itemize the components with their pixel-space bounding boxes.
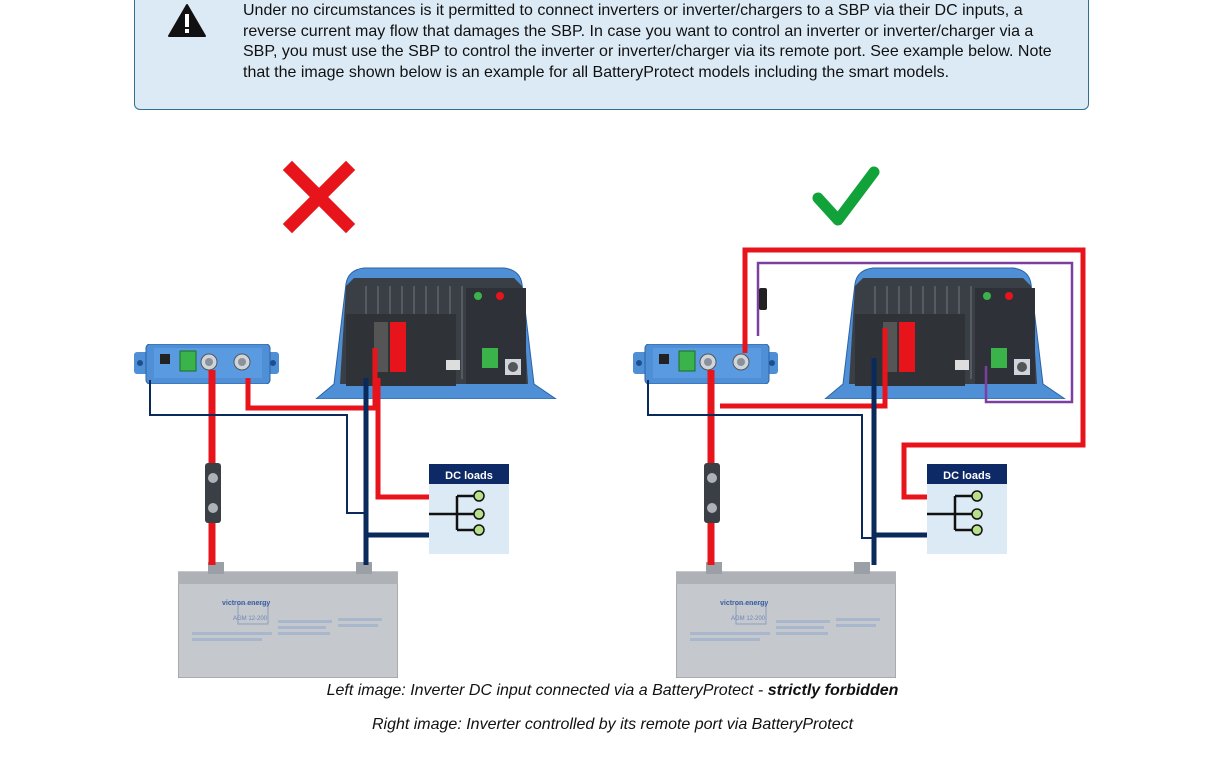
caption-left-prefix: Left image: Inverter DC input connected …: [326, 682, 768, 699]
battery-model: AGM 12-200: [233, 616, 268, 622]
battery-brand: victron energy: [222, 600, 270, 607]
right-diagram: DC loads victron energy AGM 12-200: [633, 166, 1086, 678]
battery-model: AGM 12-200: [731, 616, 766, 622]
inverter: [824, 267, 1066, 399]
battery: [676, 561, 896, 678]
caption-left-emphasis: strictly forbidden: [767, 682, 899, 699]
left-diagram: DC loads victron energy AGM 12-200: [134, 160, 557, 678]
battery-protect: [134, 344, 279, 384]
dc-loads-label: DC loads: [445, 470, 493, 482]
fuse-holder: [704, 463, 720, 523]
caption-left: Left image: Inverter DC input connected …: [0, 682, 1215, 700]
warning-triangle-icon: [168, 4, 206, 37]
inverter: [315, 267, 557, 399]
battery: [178, 561, 398, 678]
green-check-icon: [812, 166, 880, 226]
red-cross-icon: [282, 160, 356, 234]
warning-text: Under no circumstances is it permitted t…: [243, 2, 1052, 81]
fuse-holder: [205, 463, 221, 523]
battery-protect: [633, 344, 778, 384]
dc-loads-label: DC loads: [943, 470, 991, 482]
wiring-diagram: DC loads victron energy AGM 12-200 DC lo…: [134, 160, 1086, 678]
battery-brand: victron energy: [720, 600, 768, 607]
warning-box: Under no circumstances is it permitted t…: [134, 0, 1089, 110]
caption-right: Right image: Inverter controlled by its …: [371, 716, 854, 733]
